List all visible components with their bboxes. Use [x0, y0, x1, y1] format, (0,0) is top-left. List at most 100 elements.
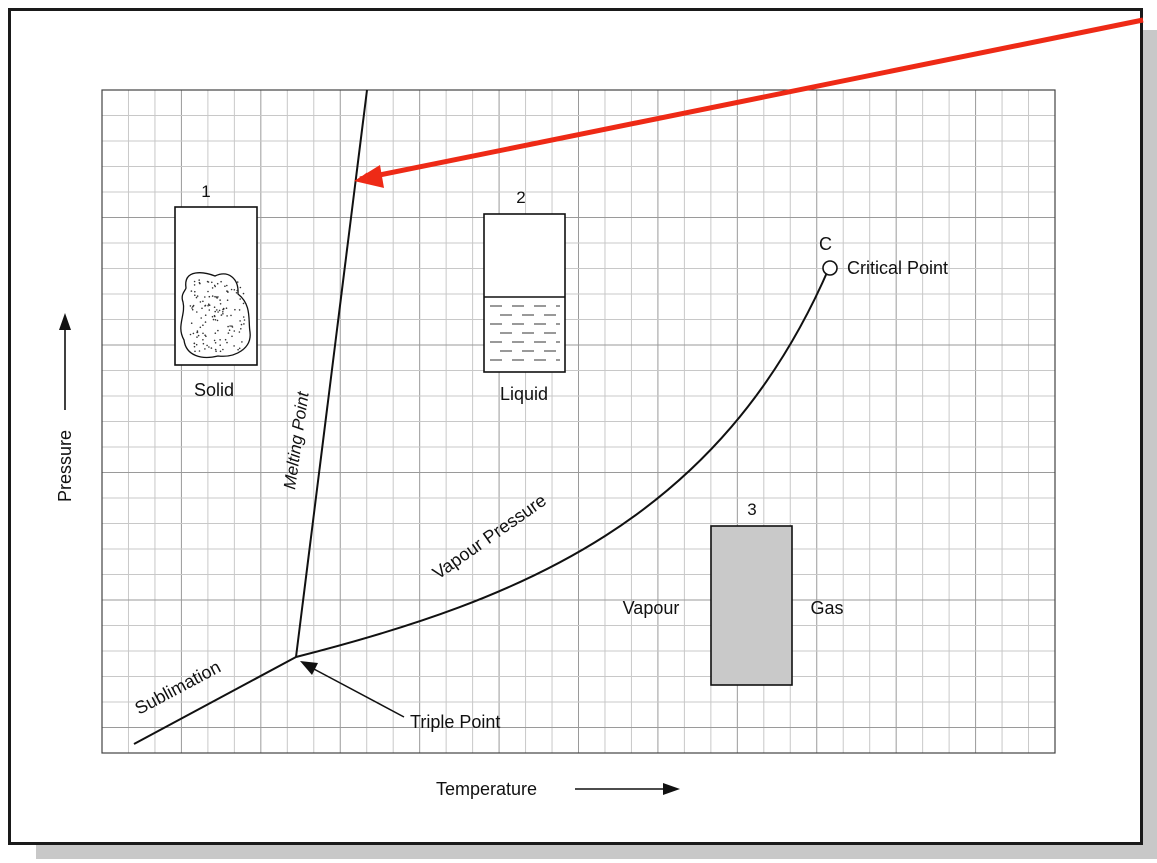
sublimation-label: Sublimation — [131, 657, 223, 719]
stipple-dot — [238, 331, 241, 333]
stipple-dot — [226, 299, 229, 302]
stipple-dot — [219, 303, 222, 305]
stipple-dot — [220, 314, 223, 316]
stipple-dot — [195, 343, 198, 346]
stipple-dot — [227, 332, 230, 334]
stipple-dot — [233, 289, 236, 291]
stipple-dot — [219, 350, 222, 353]
annotation-arrow — [358, 17, 1144, 183]
diagram-frame — [8, 8, 1143, 845]
stipple-dot — [227, 291, 229, 293]
triple-point-label: Triple Point — [410, 712, 500, 732]
stipple-dot — [239, 286, 242, 289]
stipple-dot — [204, 314, 207, 317]
stipple-dot — [216, 309, 218, 311]
vapour-pressure-curve — [295, 267, 830, 658]
stipple-dot — [211, 287, 214, 289]
stipple-dot — [196, 336, 198, 338]
stipple-dot — [239, 298, 241, 300]
stipple-dot — [204, 334, 206, 337]
stipple-dot — [242, 292, 245, 295]
stipple-dot — [218, 309, 221, 312]
annotation-arrowhead — [354, 165, 384, 188]
stipple-dot — [236, 289, 238, 292]
stipple-dot — [196, 295, 199, 297]
pressure-axis-label: Pressure — [55, 430, 75, 502]
stipple-dot — [207, 303, 210, 306]
liquid-container — [483, 213, 566, 373]
vapour-label: Vapour — [623, 598, 680, 618]
stipple-dot — [198, 350, 201, 352]
stipple-dot — [240, 323, 243, 326]
stipple-dot — [214, 295, 216, 298]
pressure-axis-arrowhead — [59, 313, 71, 330]
stipple-dot — [207, 281, 210, 283]
stipple-dot — [202, 342, 205, 345]
stipple-dot — [189, 333, 192, 336]
stipple-dot — [194, 294, 196, 297]
stipple-dot — [195, 296, 198, 299]
stipple-dot — [199, 326, 202, 329]
stipple-dot — [202, 339, 204, 341]
stipple-dot — [197, 334, 200, 337]
stipple-dot — [208, 304, 211, 307]
stipple-dot — [204, 304, 207, 307]
stipple-dot — [210, 347, 213, 349]
critical-point-marker — [822, 260, 838, 276]
stipple-dot — [241, 341, 243, 343]
stipple-dot — [220, 280, 222, 283]
stipple-dot — [229, 325, 231, 327]
stipple-dot — [222, 313, 224, 315]
stipple-dot — [192, 305, 194, 308]
stipple-dot — [216, 319, 219, 322]
stipple-dot — [233, 345, 235, 347]
stipple-dot — [241, 349, 244, 351]
temperature-axis-arrowhead — [663, 783, 680, 795]
stipple-dot — [217, 311, 219, 313]
stipple-dot — [212, 318, 215, 321]
stipple-dot — [242, 316, 245, 318]
stipple-dot — [207, 304, 209, 307]
stipple-dot — [226, 341, 228, 344]
graph-grid — [102, 90, 1055, 753]
stipple-dot — [211, 315, 214, 318]
stipple-dot — [226, 290, 228, 292]
stipple-dot — [194, 290, 196, 293]
container-2-number: 2 — [516, 188, 525, 207]
stipple-dot — [206, 344, 208, 347]
stipple-dot — [228, 329, 231, 332]
stipple-dot — [191, 307, 193, 309]
solid-stipple — [189, 279, 246, 353]
critical-point-label: Critical Point — [847, 258, 948, 278]
stipple-dot — [214, 348, 217, 351]
stipple-dot — [202, 300, 204, 303]
stipple-dot — [204, 321, 207, 323]
stipple-dot — [199, 301, 202, 303]
plot-area-border — [101, 89, 1056, 754]
stipple-dot — [207, 290, 209, 293]
stipple-dot — [230, 314, 232, 317]
stipple-dot — [198, 279, 200, 281]
stipple-dot — [213, 306, 216, 309]
stipple-dot — [222, 311, 224, 313]
stipple-dot — [192, 332, 195, 335]
stipple-dot — [225, 307, 228, 310]
stipple-dot — [189, 305, 192, 307]
stipple-dot — [214, 332, 217, 335]
stipple-dot — [190, 290, 193, 292]
stipple-dot — [234, 308, 236, 311]
stipple-dot — [238, 347, 241, 350]
stipple-dot — [235, 292, 238, 294]
stipple-dot — [226, 315, 228, 317]
melting-point-curve — [295, 89, 368, 658]
stipple-dot — [194, 350, 196, 353]
temperature-axis-label: Temperature — [436, 779, 537, 799]
stipple-dot — [213, 284, 216, 287]
vapour-pressure-label: Vapour Pressure — [429, 490, 550, 583]
stipple-dot — [204, 348, 206, 350]
solid-label: Solid — [194, 380, 234, 400]
stipple-dot — [196, 330, 199, 332]
stipple-dot — [217, 329, 219, 332]
liquid-hatching — [490, 305, 560, 361]
